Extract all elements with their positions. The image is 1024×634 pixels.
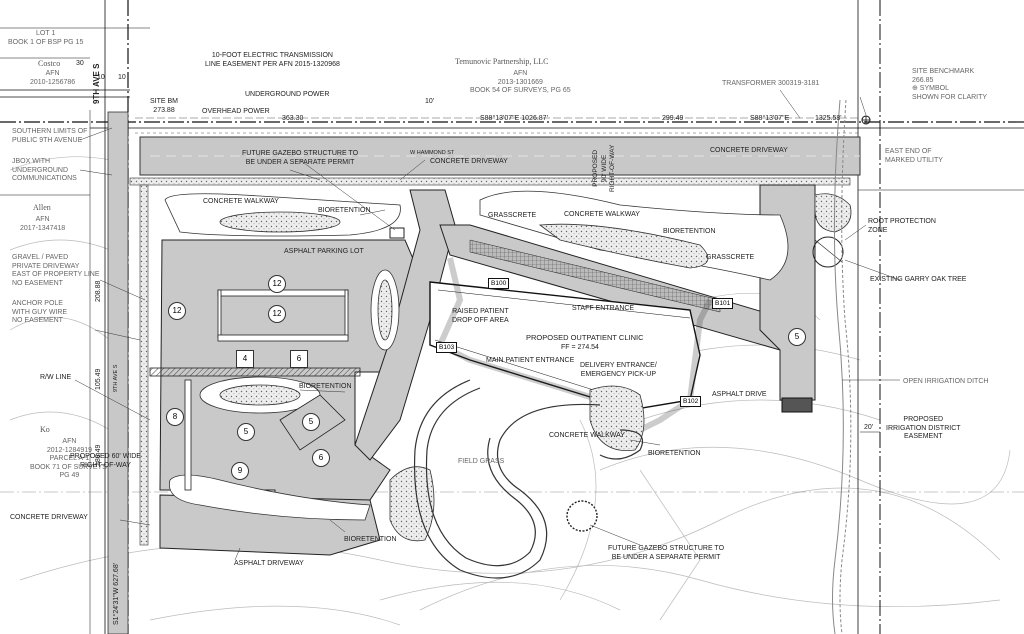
stall-count-5c: 5 <box>788 328 806 346</box>
stall-count-4: 4 <box>236 350 254 368</box>
concrete-driveway-mid-note: CONCRETE DRIVEWAY <box>430 158 508 165</box>
bearing-right: S88°13'07"E <box>750 115 790 122</box>
gravel-note: GRAVEL / PAVED PRIVATE DRIVEWAY EAST OF … <box>12 254 100 287</box>
overhead-power-note: OVERHEAD POWER <box>202 108 270 115</box>
garry-oak-note: EXISTING GARRY OAK TREE <box>870 276 967 283</box>
stall-count-5b: 5 <box>302 413 320 431</box>
tag-b102: B102 <box>680 396 702 407</box>
stall-count-12b: 12 <box>268 305 286 323</box>
walkway-paths <box>413 379 644 579</box>
concrete-walkway-low-note: CONCRETE WALKWAY <box>549 432 625 439</box>
temunovic-label: Temunovic Partnership, LLC <box>455 57 549 66</box>
contour-lines <box>9 156 1011 626</box>
main-entrance-note: MAIN PATIENT ENTRANCE <box>486 357 575 364</box>
stall-count-6: 6 <box>290 350 308 368</box>
dim-363: 363.30 <box>282 115 304 122</box>
dim-10c: 10' <box>425 98 435 105</box>
tag-b103: B103 <box>436 342 458 353</box>
raised-dropoff-note: RAISED PATIENT DROP OFF AREA <box>452 308 509 324</box>
hammond-street <box>139 136 861 176</box>
root-zone-note: ROOT PROTECTION ZONE <box>868 218 936 234</box>
gazebo-bottom <box>566 500 598 532</box>
ninth-ave-label: 9TH AVE S <box>92 63 101 104</box>
stall-count-12a: 12 <box>268 275 286 293</box>
asphalt-parking-note: ASPHALT PARKING LOT <box>284 248 364 255</box>
concrete-walkway-top-note: CONCRETE WALKWAY <box>203 198 279 205</box>
easement-note: 10-FOOT ELECTRIC TRANSMISSION LINE EASEM… <box>205 52 340 68</box>
dim-1325: 1325.58' <box>815 115 842 122</box>
proposed-row-note: PROPOSED 90' WIDE RIGHT-OF-WAY <box>592 144 616 192</box>
open-irrigation-note: OPEN IRRIGATION DITCH <box>903 378 989 385</box>
gazebo-top <box>389 227 405 239</box>
stall-count-6b: 6 <box>312 449 330 467</box>
stall-count-9: 9 <box>231 462 249 480</box>
rw-line-note: R/W LINE <box>40 374 72 381</box>
grasscrete-1-note: GRASSCRETE <box>488 212 537 219</box>
ninth-ave-road <box>107 111 129 634</box>
clinic-name: PROPOSED OUTPATIENT CLINIC <box>526 333 644 342</box>
concrete-driveway-left-note: CONCRETE DRIVEWAY <box>10 514 88 521</box>
asphalt-drive-note: ASPHALT DRIVE <box>712 391 767 398</box>
garry-oak-tree <box>812 236 844 268</box>
dim-1054: 105.49 <box>95 368 102 390</box>
bearing-left: S1°24'31"W 627.68' <box>113 562 120 625</box>
access-drive <box>354 189 456 461</box>
concrete-driveway-right-note: CONCRETE DRIVEWAY <box>710 147 788 154</box>
dim-30: 30 <box>76 60 84 67</box>
tag-b101: B101 <box>712 298 734 309</box>
irrigation-ditch <box>832 99 844 634</box>
ko-label: Ko <box>40 425 50 434</box>
costco-afn: AFN 2010-1256786 <box>30 70 76 86</box>
delivery-note: DELIVERY ENTRANCE/ EMERGENCY PICK-UP <box>580 362 657 378</box>
concrete-walkway-mid-note: CONCRETE WALKWAY <box>564 211 640 218</box>
stall-count-5a: 5 <box>237 423 255 441</box>
clinic-ff: FF = 274.54 <box>561 344 599 351</box>
irrigation-easement-note: PROPOSED IRRIGATION DISTRICT EASEMENT <box>886 416 961 440</box>
staff-entrance-note: STAFF ENTRANCE <box>572 305 635 312</box>
field-grass-note: FIELD GRASS <box>458 458 505 465</box>
dim-20: 20' <box>864 424 874 431</box>
costco-label: Costco <box>38 59 61 68</box>
tag-b100: B100 <box>488 278 510 289</box>
underground-power-note: UNDERGROUND POWER <box>245 91 330 98</box>
leader-lines <box>74 89 901 561</box>
dim-10b: 10 <box>118 74 126 81</box>
southern-limits-note: SOUTHERN LIMITS OF PUBLIC 9TH AVENUE <box>12 128 88 144</box>
utility-lines <box>135 117 860 134</box>
bearing-top: S88°13'07"E 1026.87' <box>480 115 548 122</box>
lot1-label: LOT 1 BOOK 1 OF BSP PG 15 <box>8 30 84 46</box>
east-end-note: EAST END OF MARKED UTILITY <box>885 148 943 164</box>
bioretention-areas <box>164 190 852 542</box>
site-bm-note: SITE BM 273.88 <box>150 98 179 114</box>
hammond-st-label: W HAMMOND ST <box>410 150 455 156</box>
stall-count-12c: 12 <box>168 302 186 320</box>
future-gazebo-bottom-note: FUTURE GAZEBO STRUCTURE TO BE UNDER A SE… <box>608 545 725 561</box>
bioretention-top-note: BIORETENTION <box>318 207 371 214</box>
proposed-60-note: PROPOSED 60' WIDE RIGHT-OF-WAY <box>70 453 141 469</box>
dim-10a: 10 <box>97 74 105 81</box>
bioretention-mid-note: BIORETENTION <box>663 228 716 235</box>
bioretention-bottom-note: BIORETENTION <box>344 536 397 543</box>
transformer-note: TRANSFORMER 300319-3181 <box>722 80 820 87</box>
allen-afn: AFN 2017-1347418 <box>20 216 66 232</box>
stall-count-8: 8 <box>166 408 184 426</box>
bioretention-low-note: BIORETENTION <box>648 450 701 457</box>
future-gazebo-top-note: FUTURE GAZEBO STRUCTURE TO BE UNDER A SE… <box>242 150 359 166</box>
ko-afn: AFN 2012-1284919 PARCEL A-1 BOOK 71 OF S… <box>30 438 109 479</box>
grasscrete-2-note: GRASSCRETE <box>706 254 755 261</box>
ninth-ave-small-label: 9TH AVE S <box>113 364 119 392</box>
dim-299: 299.49 <box>662 115 684 122</box>
temunovic-afn: AFN 2013-1301669 BOOK 54 OF SURVEYS, PG … <box>470 70 571 94</box>
asphalt-driveway-note: ASPHALT DRIVEWAY <box>234 560 304 567</box>
benchmark-note: SITE BENCHMARK 266.85 ⊕ SYMBOL SHOWN FOR… <box>912 68 988 101</box>
anchor-note: ANCHOR POLE WITH GUY WIRE NO EASEMENT <box>12 300 68 324</box>
bioretention-lot-note: BIORETENTION <box>299 383 352 390</box>
jbox-note: JBOX WITH UNDERGROUND COMMUNICATIONS <box>12 158 77 182</box>
allen-label: Allen <box>33 203 51 212</box>
